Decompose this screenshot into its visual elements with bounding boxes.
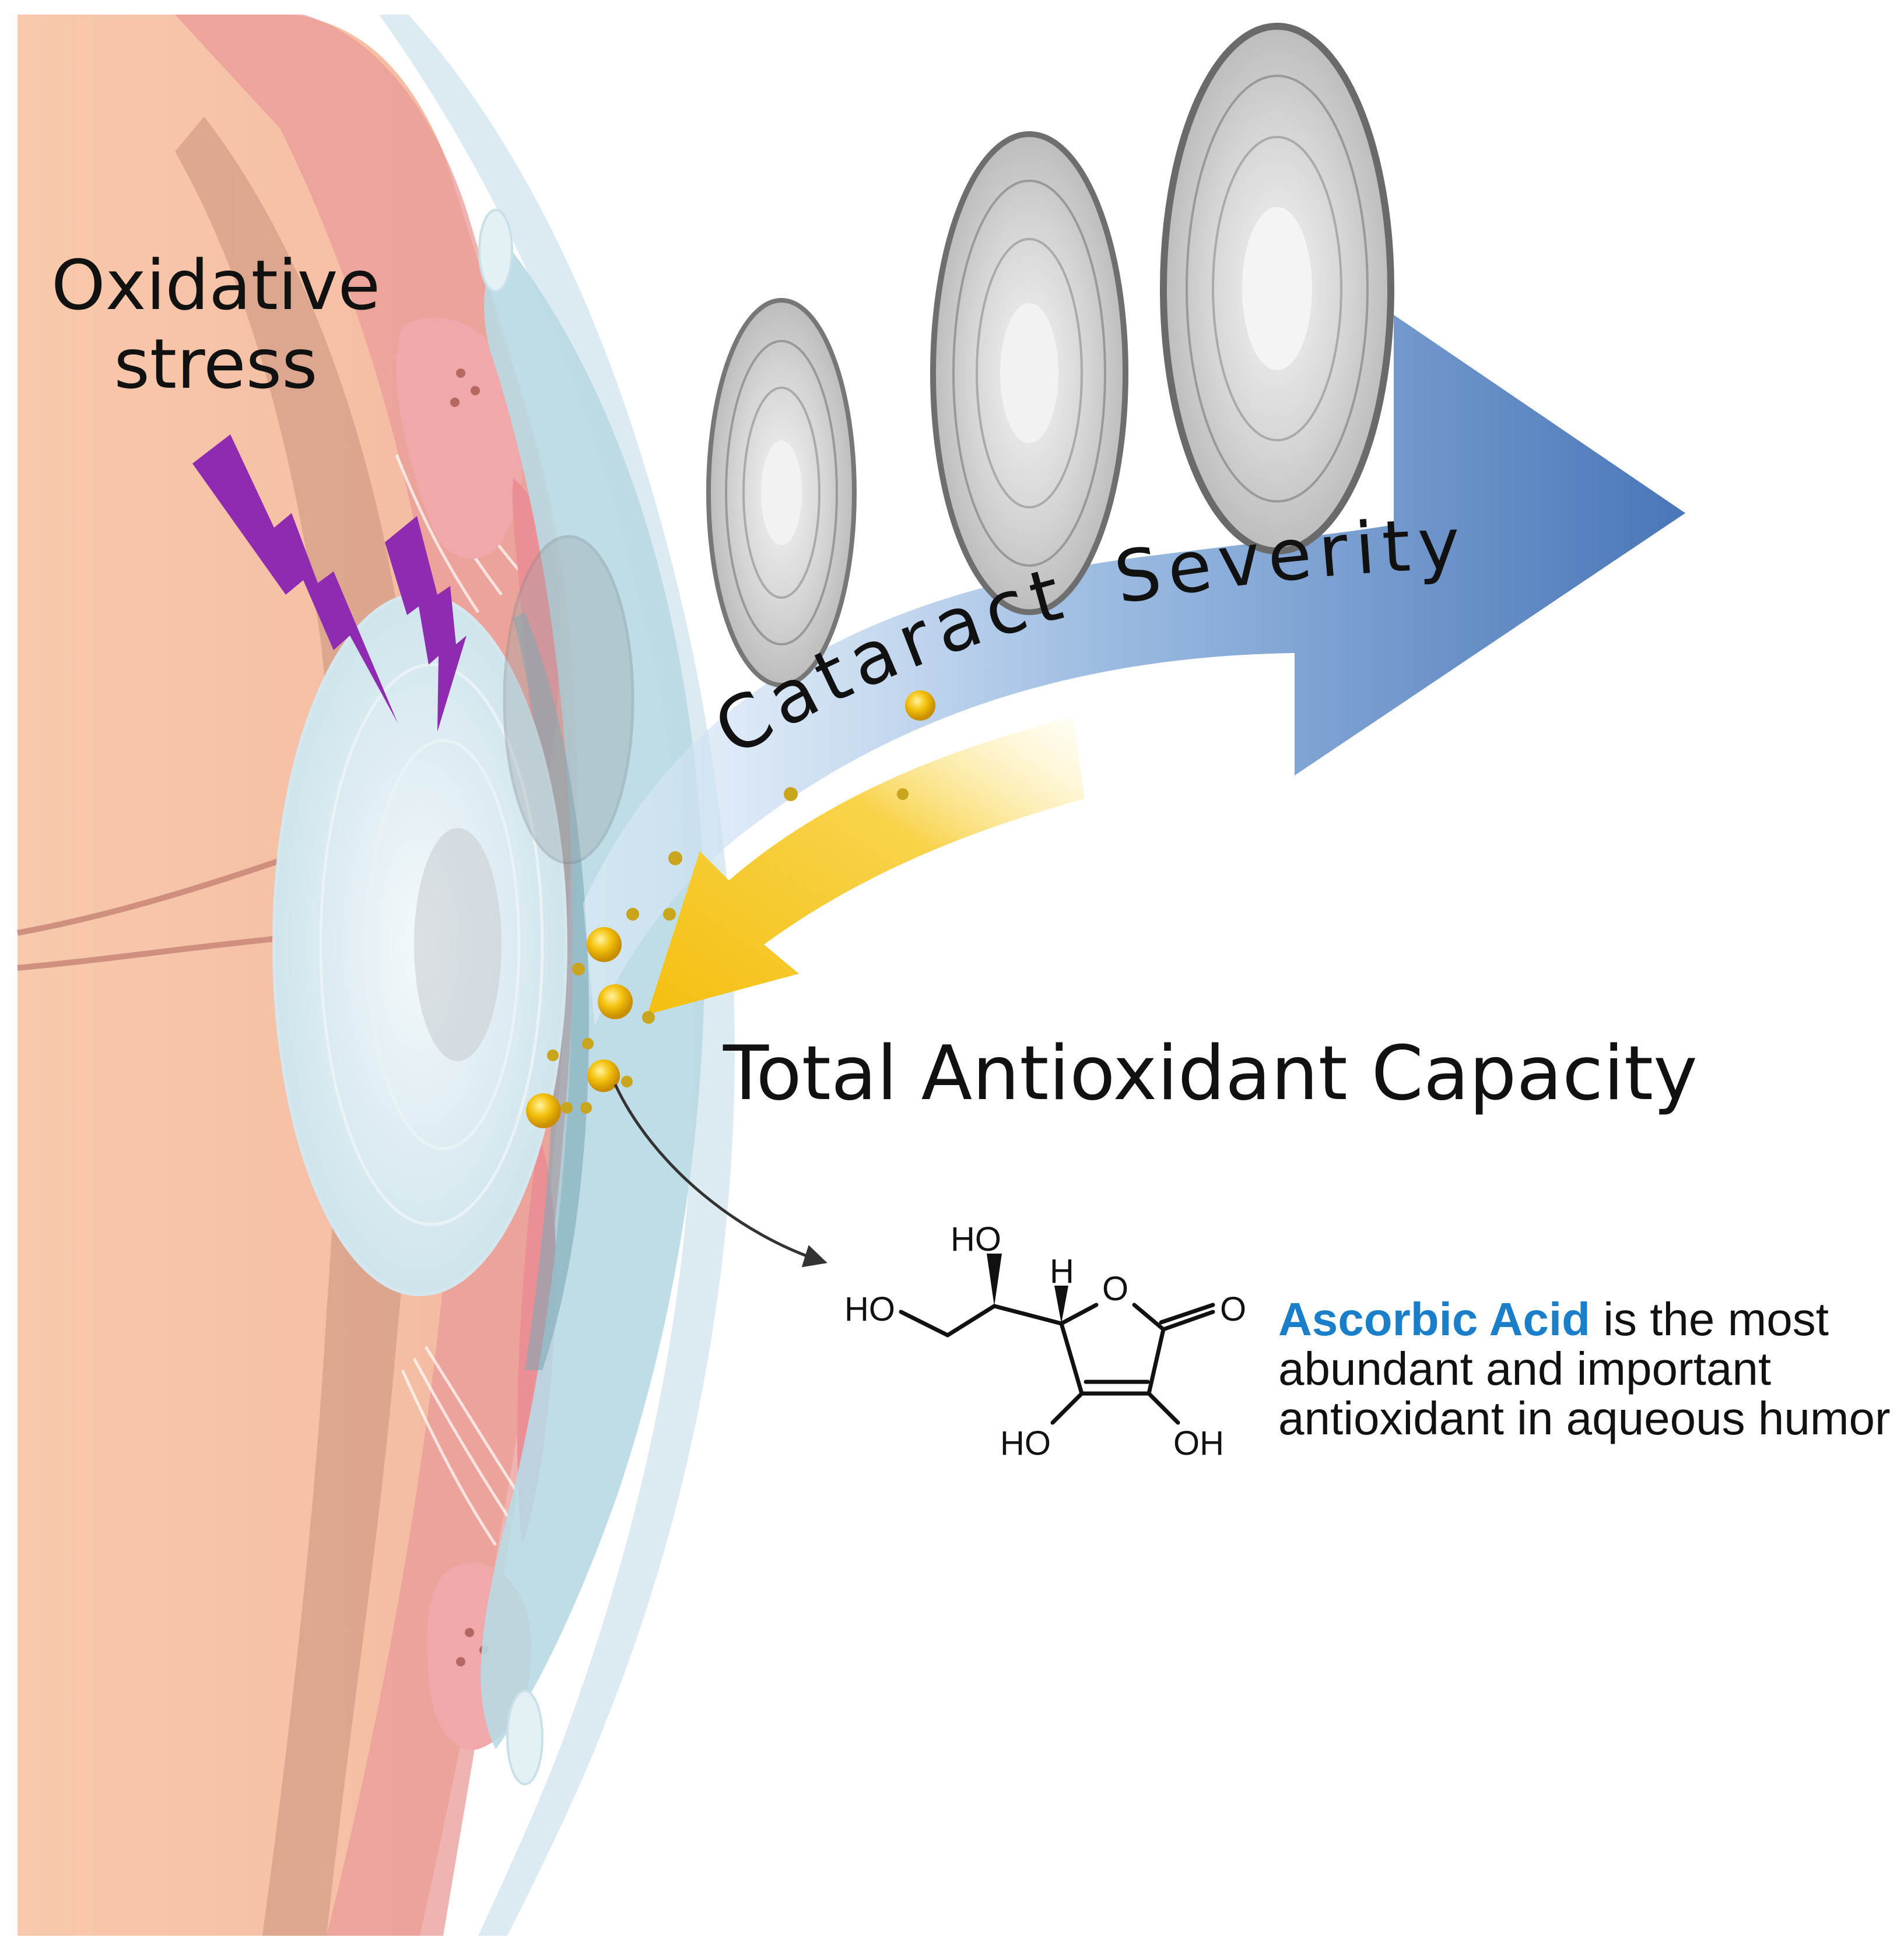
ciliary-body-top — [396, 317, 524, 559]
pointer-arrow — [613, 1083, 827, 1268]
conjunctiva-top — [478, 209, 513, 293]
oxidative-stress-label-line2: stress — [114, 324, 317, 404]
eye-anatomy — [17, 15, 735, 1936]
cataract-lens-small — [706, 298, 857, 687]
lens-inner-ring-2 — [366, 739, 521, 1150]
cataract-lens-overlay — [503, 535, 634, 865]
ho-top-label: HO — [951, 1220, 1001, 1258]
oxidative-stress-label-line1: Oxidative — [51, 245, 380, 325]
lens-inner-ring-1 — [319, 663, 544, 1226]
conjunctiva-bottom — [506, 1690, 544, 1785]
lightning-bolt-icon — [192, 434, 467, 732]
total-antioxidant-capacity-label: Total Antioxidant Capacity — [723, 1030, 1698, 1117]
wedge-bond-top — [987, 1254, 1002, 1306]
cataract-lens-medium — [930, 131, 1128, 615]
ascorbic-acid-name: Ascorbic Acid — [1278, 1293, 1590, 1345]
o-ring-label: O — [1102, 1270, 1128, 1308]
sclera-outer — [379, 15, 735, 1936]
wedge-bond-h — [1054, 1286, 1068, 1324]
lens-nucleus — [414, 828, 502, 1061]
ascorbic-description-line2: abundant and important — [1278, 1343, 1771, 1395]
cataract-lens-large — [1160, 23, 1394, 554]
severity-arrow — [583, 315, 1685, 1026]
aqueous-humor — [513, 612, 589, 1370]
ascorbic-line1-rest: is the most — [1590, 1293, 1829, 1345]
antioxidant-particles — [526, 690, 935, 1128]
oh-bottom-label: OH — [1173, 1424, 1224, 1462]
ascorbic-acid-structure — [899, 1303, 1215, 1425]
ascorbic-description-line3: antioxidant in aqueous humor — [1278, 1392, 1891, 1444]
ascorbic-description-line1: Ascorbic Acid is the most — [1278, 1293, 1829, 1345]
ho-bottom-label: HO — [1000, 1424, 1051, 1462]
antioxidant-arrow — [647, 717, 1085, 1015]
o-carbonyl-label: O — [1220, 1290, 1246, 1328]
ho-left-label: HO — [844, 1290, 895, 1328]
choroid-layer — [175, 117, 418, 1936]
h-label: H — [1050, 1252, 1074, 1290]
